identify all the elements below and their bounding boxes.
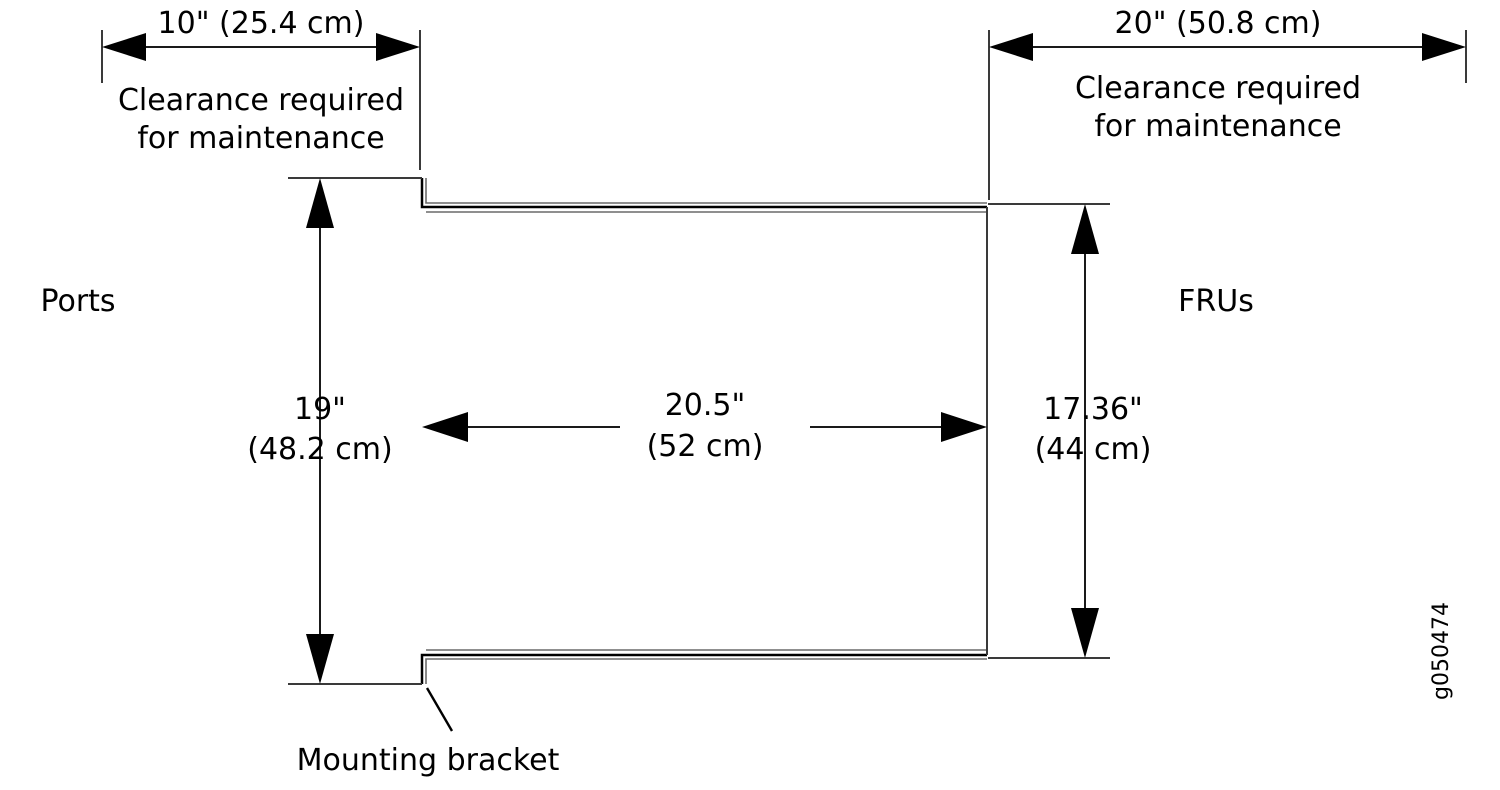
ports-side-label: Ports bbox=[40, 284, 115, 319]
right-clearance-note-line1: Clearance required bbox=[1075, 71, 1361, 106]
chassis-top-front-edge bbox=[420, 178, 987, 209]
depth-label-line2: (52 cm) bbox=[647, 429, 764, 464]
outer-height-arrowhead-top bbox=[306, 178, 334, 228]
right-clearance-dimension-group bbox=[988, 30, 1467, 200]
right-clearance-arrowhead-left bbox=[989, 33, 1033, 61]
inner-height-label-line1: 17.36" bbox=[1043, 392, 1143, 427]
inner-height-dimension-group bbox=[988, 203, 1110, 659]
outer-height-label-line2: (48.2 cm) bbox=[247, 432, 392, 467]
mounting-bracket-callout-group bbox=[425, 687, 454, 732]
depth-arrowhead-right bbox=[941, 412, 987, 442]
left-clearance-dimension-label: 10" (25.4 cm) bbox=[158, 6, 365, 41]
chassis-top-bracket-inner bbox=[425, 178, 987, 204]
left-clearance-note-line2: for maintenance bbox=[137, 121, 384, 156]
figure-id-group: g050474 bbox=[1429, 602, 1454, 700]
left-clearance-dimension-group bbox=[101, 30, 421, 170]
frus-side-label: FRUs bbox=[1178, 284, 1254, 319]
left-clearance-note-line1: Clearance required bbox=[118, 83, 404, 118]
inner-height-arrowhead-top bbox=[1071, 204, 1099, 254]
inner-height-arrowhead-bottom bbox=[1071, 608, 1099, 658]
chassis-bottom-front-edge bbox=[420, 653, 987, 684]
outer-height-label-line1: 19" bbox=[294, 392, 346, 427]
depth-arrowhead-left bbox=[422, 412, 468, 442]
left-clearance-arrowhead-right bbox=[376, 33, 420, 61]
mounting-bracket-label: Mounting bracket bbox=[297, 743, 560, 778]
right-clearance-dimension-label: 20" (50.8 cm) bbox=[1115, 6, 1322, 41]
chassis-outline-group bbox=[420, 178, 988, 684]
right-clearance-arrowhead-right bbox=[1422, 33, 1466, 61]
figure-id-label: g050474 bbox=[1429, 602, 1454, 700]
chassis-bottom-bracket-inner bbox=[425, 658, 987, 684]
right-clearance-note-line2: for maintenance bbox=[1094, 109, 1341, 144]
depth-dimension-group bbox=[422, 412, 987, 442]
depth-label-line1: 20.5" bbox=[665, 388, 746, 423]
outer-height-dimension-group bbox=[288, 177, 422, 685]
outer-height-arrowhead-bottom bbox=[306, 634, 334, 684]
mounting-bracket-leader-line bbox=[425, 687, 454, 732]
left-clearance-arrowhead-left bbox=[102, 33, 146, 61]
inner-height-label-line2: (44 cm) bbox=[1035, 432, 1152, 467]
